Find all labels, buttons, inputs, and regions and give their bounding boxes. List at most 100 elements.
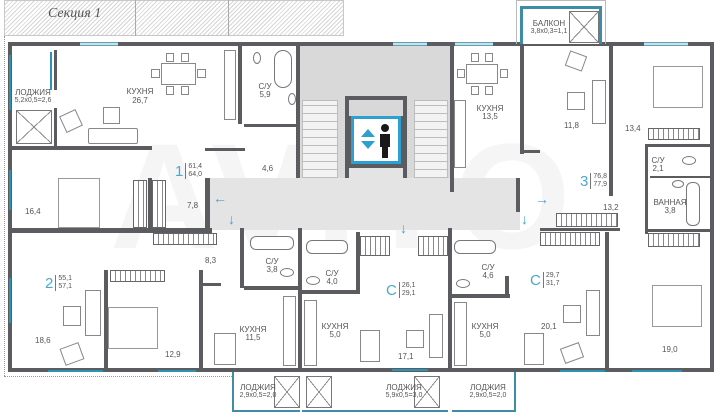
- entry-arrow-down-icon: ↓: [400, 220, 407, 236]
- ottoman: [63, 306, 81, 326]
- kitchen-counter: [224, 50, 236, 120]
- dining-table: [524, 333, 544, 365]
- window: [392, 369, 428, 371]
- area-living: 76,8: [593, 173, 607, 180]
- bathtub: [306, 240, 348, 254]
- room-label: КУХНЯ: [471, 322, 499, 331]
- room-label: ЛОДЖИЯ: [470, 383, 506, 392]
- outer-wall-right: [710, 42, 714, 372]
- toilet: [682, 156, 696, 165]
- room-area: 16,4: [25, 207, 41, 216]
- apartment-s2-label: С 29,7 31,7: [530, 272, 559, 288]
- area-living: 26,1: [401, 282, 416, 289]
- room-area: 13,2: [603, 203, 619, 212]
- wall: [645, 229, 710, 232]
- room-area: 20,1: [541, 322, 557, 331]
- stairs-left: [302, 100, 338, 178]
- room-size: 2,9x0,5=2,0: [239, 392, 277, 399]
- window: [48, 370, 103, 372]
- room-area: 4,6: [262, 164, 274, 173]
- apartment-number: С: [530, 271, 541, 289]
- chair: [181, 53, 189, 62]
- room-area: 11,8: [564, 121, 579, 130]
- sofa: [586, 290, 600, 336]
- apartment-3-label: 3 76,8 77,9: [580, 173, 607, 189]
- outer-wall-top: [8, 42, 520, 46]
- outer-wall-bottom: [8, 368, 714, 372]
- room-label: С/У: [325, 269, 339, 278]
- wardrobe: [153, 233, 217, 245]
- chair: [471, 86, 479, 95]
- entry-arrow-right-icon: →: [535, 191, 549, 207]
- bathtub: [454, 240, 496, 254]
- area-total: 31,7: [545, 280, 560, 287]
- room-area: 11,5: [245, 333, 261, 342]
- toilet: [456, 279, 470, 288]
- room-label: ЛОДЖИЯ: [386, 383, 422, 392]
- balcony-outline: [516, 0, 606, 44]
- area-total: 57,1: [58, 283, 72, 290]
- loggia-bottom-3: [452, 372, 516, 412]
- apartment-areas: 61,4 64,0: [185, 163, 202, 179]
- room-area: 4,0: [326, 277, 338, 286]
- apartment-number: С: [386, 281, 397, 299]
- area-living: 61,4: [188, 163, 202, 170]
- room-area: 13,5: [482, 112, 498, 121]
- room-area: 7,8: [187, 201, 199, 210]
- sink: [672, 180, 684, 188]
- bed: [108, 307, 158, 349]
- ottoman: [406, 330, 424, 348]
- apartment-number: 3: [580, 172, 589, 190]
- room-area: 13,4: [625, 124, 641, 133]
- outer-dotted-left: [4, 36, 6, 376]
- divider: [135, 0, 136, 36]
- room-area: 5,0: [329, 330, 341, 339]
- room-area: 3,8: [266, 265, 278, 274]
- wall: [520, 42, 524, 154]
- section-title: Секция 1: [48, 6, 102, 21]
- room-area: 12,9: [165, 350, 181, 359]
- bathtub: [250, 236, 294, 250]
- wall: [244, 124, 298, 127]
- wall: [505, 276, 509, 298]
- wall: [609, 46, 613, 196]
- sofa: [88, 128, 138, 144]
- wall: [540, 228, 620, 231]
- toilet: [306, 276, 320, 285]
- wall: [199, 283, 221, 286]
- room-label: С/У: [651, 156, 665, 165]
- wall: [199, 270, 203, 370]
- loggia-cross: [16, 110, 52, 144]
- window: [455, 42, 493, 46]
- chair: [181, 86, 189, 95]
- divider: [228, 0, 229, 36]
- window: [50, 52, 52, 90]
- balcony: БАЛКОН 3,8x0,3=1,1: [520, 6, 602, 44]
- balcony-cross: [569, 11, 599, 43]
- apartment-2-label: 2 55,1 57,1: [45, 275, 72, 291]
- chair: [166, 86, 174, 95]
- room-label: ВАННАЯ: [653, 198, 687, 207]
- window: [393, 42, 427, 46]
- sink: [288, 93, 296, 105]
- entry-arrow-down-icon: ↓: [228, 211, 235, 227]
- elevator-icon: [351, 116, 401, 164]
- wall: [54, 108, 57, 148]
- wall: [520, 150, 540, 153]
- armchair: [59, 342, 85, 366]
- room-label: КУХНЯ: [126, 87, 154, 96]
- wardrobe: [648, 128, 700, 140]
- loggia-cross: [274, 376, 300, 408]
- room-label: С/У: [265, 257, 279, 266]
- wall: [12, 146, 152, 150]
- section-hatch-area: [4, 0, 344, 36]
- loggia-bottom-1: [232, 372, 300, 412]
- wall: [238, 46, 242, 124]
- room-area: 17,1: [398, 352, 414, 361]
- area-living: 55,1: [58, 275, 72, 282]
- room-label: КУХНЯ: [239, 325, 267, 334]
- bathtub: [274, 50, 292, 88]
- room-label: БАЛКОН: [532, 19, 566, 28]
- wall: [356, 232, 360, 294]
- bathtub: [686, 182, 700, 226]
